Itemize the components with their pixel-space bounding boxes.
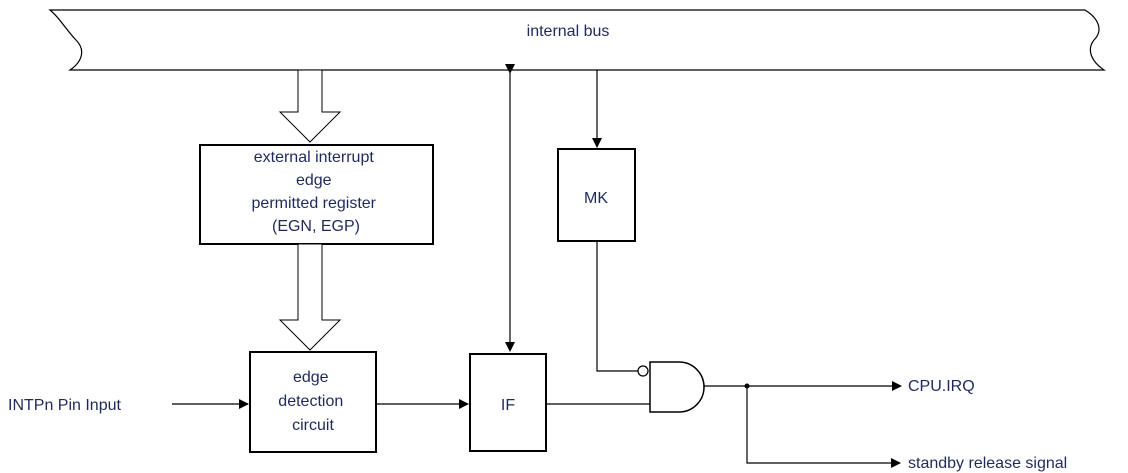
mk-flag-box — [557, 148, 636, 242]
if-flag-box — [469, 353, 547, 452]
egn-register-label-line-1: external interrupt — [254, 149, 375, 166]
egn-egp-register-box — [199, 144, 434, 245]
and-gate-inverter-bubble — [637, 365, 649, 377]
egn-register-label-line-4: (EGN, EGP) — [272, 218, 360, 235]
internal-bus-band — [48, 9, 1106, 71]
edge-detection-label-line-3: circuit — [292, 417, 334, 434]
mk-flag-label: MK — [584, 190, 608, 207]
intpn-pin-input-label: INTPn Pin Input — [8, 397, 122, 414]
edge-detection-label-line-2: detection — [278, 393, 343, 410]
register-to-edge-hollow-arrow — [278, 243, 342, 351]
cpu-irq-label: CPU.IRQ — [908, 378, 975, 395]
standby-release-signal-label: standby release signal — [908, 455, 1067, 472]
edge-detection-circuit-box — [249, 351, 377, 453]
svg-text:edge detection circuit: edge detection circuit — [278, 369, 347, 434]
egn-register-label-line-3: permitted register — [252, 195, 377, 212]
svg-text:external interrupt edge: external interrupt edge permitted regist… — [252, 149, 381, 235]
standby-release-branch-wire — [746, 386, 901, 468]
and-gate — [649, 361, 705, 413]
edge-detection-label-line-1: edge — [293, 369, 329, 386]
if-flag-label: IF — [501, 397, 515, 414]
bus-to-register-hollow-arrow — [278, 69, 342, 143]
egn-register-label-line-2: edge — [296, 172, 332, 189]
mk-to-and-wire — [596, 241, 638, 372]
internal-bus-label: internal bus — [527, 23, 610, 40]
